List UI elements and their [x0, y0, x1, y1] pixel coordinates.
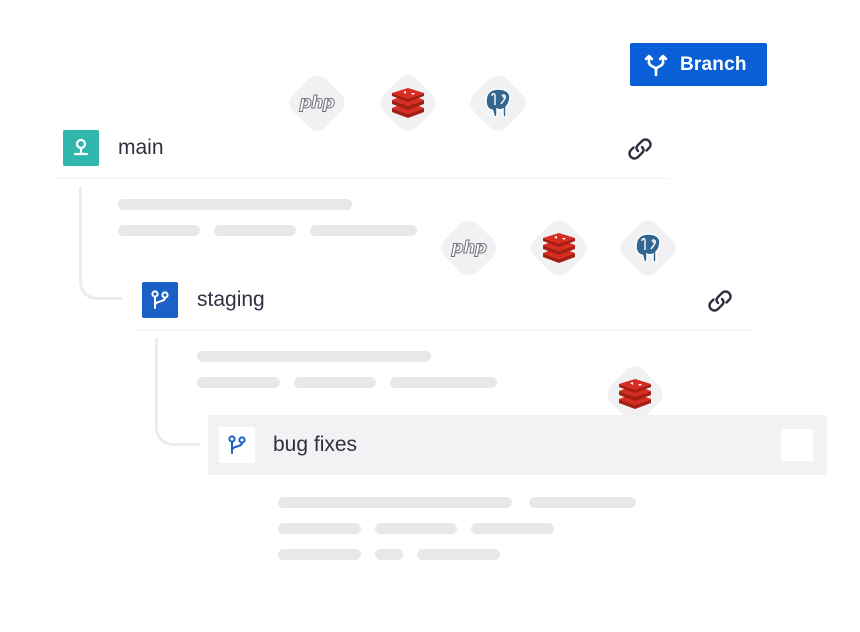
- branch-button[interactable]: Branch: [630, 43, 767, 86]
- placeholder-line: [375, 549, 403, 560]
- redis-service[interactable]: [602, 361, 668, 427]
- tree-connector: [79, 187, 122, 300]
- placeholder-line: [118, 199, 352, 210]
- placeholder-line: [278, 549, 361, 560]
- environment-main[interactable]: main: [56, 117, 668, 179]
- placeholder-line: [197, 351, 431, 362]
- placeholder-line: [118, 225, 200, 236]
- postgres-icon: [635, 233, 661, 263]
- git-branch-icon: [219, 427, 255, 463]
- placeholder-line: [471, 523, 554, 534]
- pin-icon: [63, 129, 99, 166]
- redis-icon: [392, 88, 424, 118]
- branch-icon: [644, 54, 668, 76]
- placeholder-line: [375, 523, 457, 534]
- tree-connector: [155, 338, 200, 446]
- link-icon[interactable]: [706, 287, 734, 315]
- redis-icon: [543, 233, 575, 263]
- redis-service[interactable]: [375, 70, 441, 136]
- placeholder-line: [278, 523, 361, 534]
- environment-staging[interactable]: staging: [135, 269, 751, 331]
- postgres-service[interactable]: [615, 215, 681, 281]
- branch-button-label: Branch: [680, 53, 747, 75]
- redis-service[interactable]: [526, 215, 592, 281]
- placeholder-line: [197, 377, 280, 388]
- redis-icon: [619, 379, 651, 409]
- placeholder-line: [390, 377, 497, 388]
- placeholder-line: [214, 225, 296, 236]
- placeholder-line: [310, 225, 417, 236]
- php-icon: php: [451, 238, 487, 259]
- placeholder-line: [278, 497, 512, 508]
- placeholder-line: [294, 377, 376, 388]
- environment-label: bug fixes: [273, 433, 358, 456]
- environment-bug-fixes[interactable]: bug fixes: [208, 415, 827, 475]
- postgres-icon: [485, 88, 511, 118]
- environment-label: staging: [197, 287, 265, 311]
- checkbox[interactable]: [781, 429, 813, 461]
- placeholder-line: [529, 497, 636, 508]
- php-service[interactable]: php: [284, 70, 350, 136]
- postgres-service[interactable]: [465, 70, 531, 136]
- php-service[interactable]: php: [436, 215, 502, 281]
- git-branch-icon: [142, 281, 178, 318]
- php-icon: php: [299, 93, 335, 114]
- environment-label: main: [118, 135, 164, 159]
- placeholder-line: [417, 549, 500, 560]
- link-icon[interactable]: [626, 135, 654, 163]
